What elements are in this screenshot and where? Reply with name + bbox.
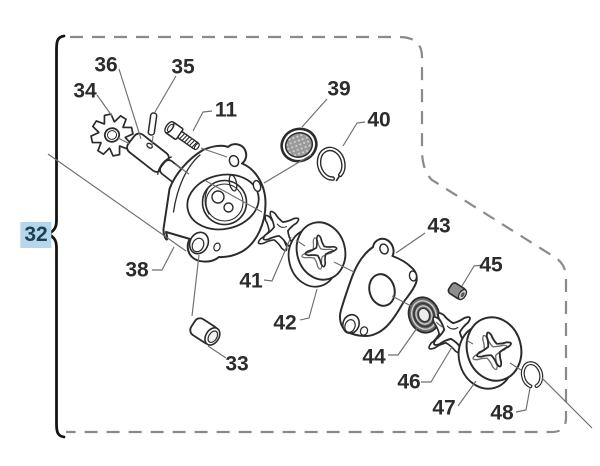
leader-line-38 [152, 246, 175, 271]
leader-line-46 [421, 346, 453, 383]
leader-line-33 [207, 345, 227, 359]
axis-line-3 [151, 135, 154, 147]
leader-line-39 [301, 98, 328, 128]
small-pin-part [147, 112, 158, 136]
leader-line-34 [96, 94, 113, 117]
axis-line-0 [47, 153, 187, 252]
snap-ring-part [316, 146, 346, 182]
sprocket-gear-part [90, 113, 134, 157]
axis-line-2 [174, 163, 190, 175]
axis-line-5 [205, 180, 263, 213]
leader-line-48 [515, 387, 531, 413]
axis-line-7 [295, 239, 306, 247]
leader-line-11 [192, 110, 213, 132]
axis-line-1 [117, 137, 131, 145]
oil-seal-part [407, 296, 441, 334]
inner-rotor-part [257, 210, 300, 252]
leader-line-35 [154, 75, 177, 113]
axis-line-12 [465, 339, 474, 345]
leader-line-42 [299, 288, 318, 321]
axis-line-11 [435, 321, 443, 328]
leader-line-41 [263, 236, 292, 282]
axis-line-9 [391, 295, 412, 307]
pump-plate-part [339, 237, 418, 337]
dashed-border [66, 35, 568, 434]
axis-line-14 [541, 377, 593, 429]
leader-line-47 [457, 380, 477, 407]
leader-line-40 [342, 121, 366, 147]
circlip-part [520, 361, 544, 389]
leader-line-43 [395, 232, 426, 254]
leader-line-44 [388, 327, 418, 356]
strainer-screen-part [280, 127, 318, 163]
axis-line-8 [333, 261, 355, 273]
axis-line-6 [263, 154, 312, 184]
spacer-sleeve-part [189, 317, 221, 346]
screw-part [164, 121, 200, 151]
axis-line-4 [200, 147, 228, 158]
leader-line-36 [118, 68, 142, 140]
axis-line-13 [509, 362, 522, 371]
axis-line-10 [191, 254, 200, 317]
leader-line-45 [461, 264, 484, 287]
outer-rotor-2-part [457, 316, 523, 390]
small-bushing-part [447, 282, 468, 301]
